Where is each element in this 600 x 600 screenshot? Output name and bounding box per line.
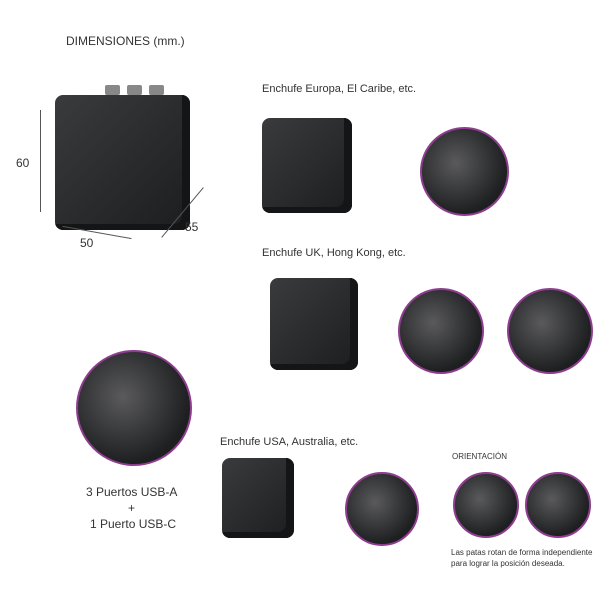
usa-label: Enchufe USA, Australia, etc. <box>220 436 359 448</box>
usa-detail-circle <box>345 472 419 546</box>
uk-adapter-image <box>270 278 358 370</box>
height-value: 60 <box>16 156 30 170</box>
height-dimension-line <box>40 110 41 212</box>
usb-ports-detail-circle <box>76 350 192 466</box>
orientation-circle-1 <box>453 472 519 538</box>
ports-line2: + <box>128 501 136 515</box>
orientation-caption-1: Las patas rotan de forma independiente <box>451 548 593 557</box>
uk-detail-circle-1 <box>398 288 484 374</box>
ports-line1: 3 Puertos USB-A <box>86 485 178 499</box>
adapter-main-image <box>55 85 190 230</box>
uk-detail-circle-2 <box>507 288 593 374</box>
depth-value: 55 <box>185 220 199 234</box>
orientation-caption-2: para lograr la posición deseada. <box>451 559 565 568</box>
orientation-circle-2 <box>525 472 591 538</box>
europe-label: Enchufe Europa, El Caribe, etc. <box>262 83 417 95</box>
width-value: 50 <box>80 236 94 250</box>
europe-adapter-image <box>262 118 352 213</box>
orientation-title: ORIENTACIÓN <box>452 452 507 461</box>
usa-adapter-image <box>222 458 294 538</box>
europe-detail-circle <box>420 127 509 216</box>
uk-label: Enchufe UK, Hong Kong, etc. <box>262 247 406 259</box>
dimensions-title: DIMENSIONES (mm.) <box>66 34 185 48</box>
ports-line3: 1 Puerto USB-C <box>90 517 177 531</box>
